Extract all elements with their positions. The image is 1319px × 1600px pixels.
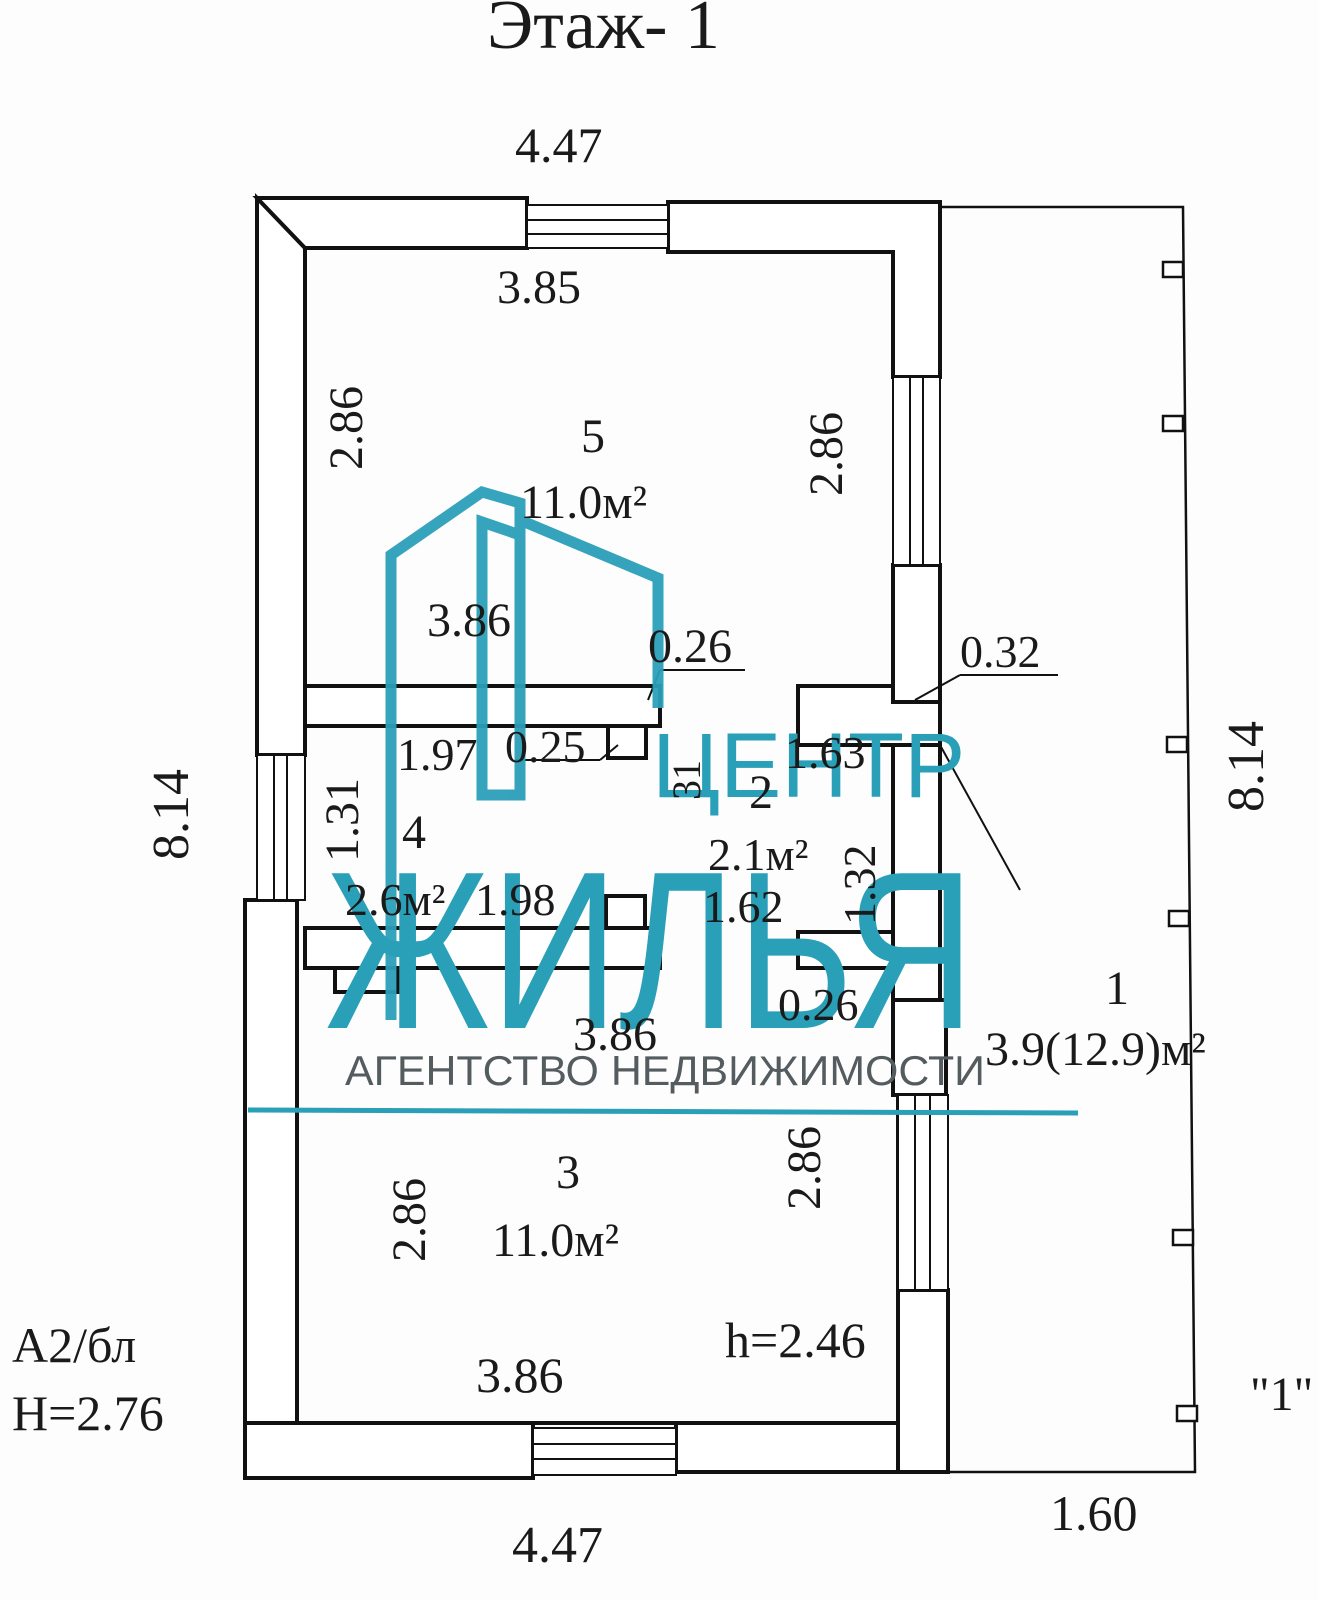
watermark-house-outer	[385, 485, 664, 1020]
dim-right-total: 8.14	[1218, 721, 1275, 812]
room4-area: 2.6м²	[345, 874, 445, 925]
watermark-underline	[247, 1107, 1079, 1116]
plan-notes: h=2.46 А2/бл Н=2.76 "1"	[12, 1312, 1313, 1441]
dim-room3-right: 2.86	[778, 1126, 831, 1210]
watermark-line3: АГЕНТСТВО НЕДВИЖИМОСТИ	[345, 1047, 985, 1094]
watermark-logo	[385, 485, 664, 1020]
wall-left-upper	[255, 193, 307, 757]
ceiling-height: h=2.46	[725, 1312, 866, 1368]
dim-hall-top: 1.63	[785, 727, 866, 778]
window-right-lower	[897, 1094, 949, 1291]
dim-room5-width: 3.85	[497, 261, 581, 314]
dim-wall-026-b: 0.26	[778, 979, 859, 1030]
room3-area: 11.0м²	[492, 1214, 619, 1267]
room5-number: 5	[581, 410, 605, 463]
partition-upper-right	[796, 684, 942, 747]
room3-number: 3	[556, 1146, 580, 1199]
dim-room4-top: 1.97	[397, 729, 478, 780]
room5-area: 11.0м²	[520, 476, 647, 529]
dim-room3-left: 2.86	[383, 1178, 436, 1262]
watermark-line2: ЖИЛЬЯ	[325, 824, 975, 1076]
room1-number: 1	[1105, 962, 1129, 1015]
dim-hall-bottom: 1.62	[703, 881, 784, 932]
wall-bottom-left	[243, 1421, 535, 1480]
partition-stub-b	[604, 894, 647, 930]
window-bottom	[532, 1427, 677, 1476]
dim-room5-left: 2.86	[320, 386, 373, 470]
dim-room5-lower: 3.86	[427, 594, 511, 647]
room1-area: 3.9(12.9)м²	[985, 1023, 1206, 1076]
plan-title: Этаж- 1	[487, 0, 720, 64]
dim-wall-026-a: 0.26	[648, 620, 732, 673]
dim-veranda-width: 1.60	[1050, 1485, 1138, 1541]
window-top	[526, 204, 669, 249]
dim-room4-height: 1.31	[316, 778, 369, 862]
dim-room4-width: 1.98	[475, 874, 556, 925]
dim-room3-top: 3.86	[573, 1008, 657, 1061]
room-labels: 5 11.0м² 4 2.6м² 2 2.1м² 3 11.0м² 1 3.9(…	[345, 410, 1206, 1267]
dim-hall-partial: 31	[664, 760, 709, 800]
windows	[256, 204, 949, 1476]
partition-lower-b	[305, 966, 400, 994]
room2-number: 2	[749, 766, 773, 819]
wall-top-left	[252, 196, 529, 250]
dim-wall-025: 0.25	[505, 721, 586, 772]
dim-bottom-outer: 4.47	[512, 1517, 603, 1574]
dim-hall-height: 1.32	[834, 845, 885, 926]
window-left	[256, 754, 306, 901]
building-height: Н=2.76	[12, 1385, 164, 1441]
dim-top-outer: 4.47	[515, 117, 603, 173]
room2-area: 2.1м²	[708, 829, 808, 880]
dim-wall-032: 0.32	[960, 626, 1041, 677]
wall-left-lower	[243, 898, 299, 1480]
window-right-upper	[892, 376, 941, 566]
partition-stub	[606, 724, 648, 760]
wall-bottom-right	[674, 1421, 900, 1474]
veranda-posts	[1161, 260, 1199, 1423]
wall-top-right	[666, 200, 942, 379]
wall-hall-right	[891, 743, 942, 1002]
letter-code: А2/бл	[12, 1317, 136, 1373]
dimension-labels: 4.47 3.85 2.86 2.86 3.86 0.26 0.32 1.97 …	[143, 117, 1275, 1574]
dim-room3-bottom: 3.86	[476, 1347, 564, 1403]
dim-left-total: 8.14	[143, 769, 200, 860]
wall-right-bottom	[896, 1288, 950, 1474]
watermark-line1: ЦЕНТР	[652, 715, 965, 817]
room4-number: 4	[402, 806, 426, 859]
veranda-outline	[940, 205, 1197, 1474]
dim-room5-right: 2.86	[800, 412, 853, 496]
veranda-label: "1"	[1250, 1368, 1313, 1421]
